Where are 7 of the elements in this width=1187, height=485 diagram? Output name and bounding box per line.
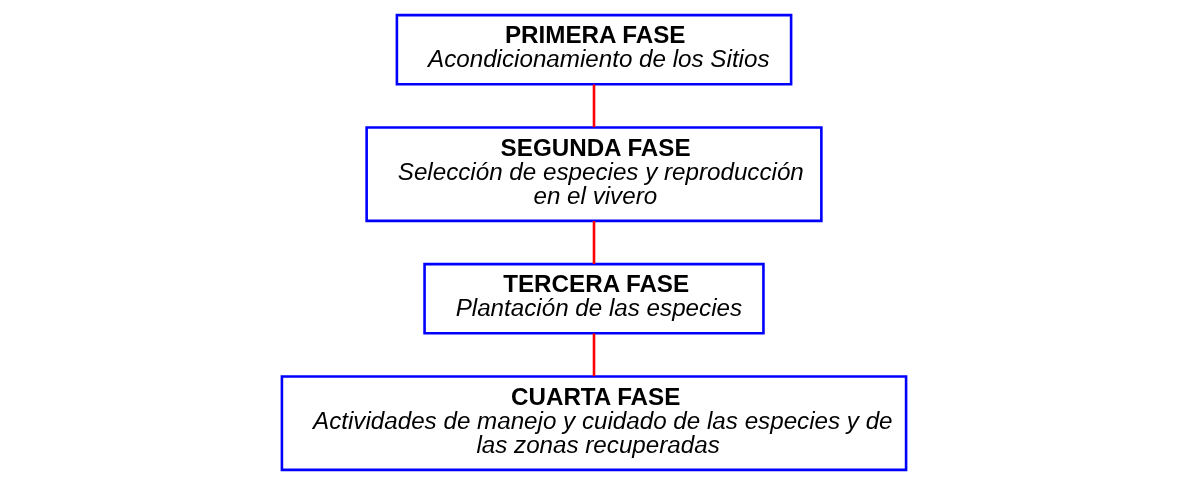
node-box: SEGUNDA FASE Selección de especies y reproducción en el vivero <box>364 126 823 223</box>
connector <box>592 84 595 128</box>
connector <box>592 333 595 377</box>
node-box: PRIMERA FASE Acondicionamiento de los Sitios <box>395 13 792 86</box>
node-box: CUARTA FASE Actividades de manejo y cuidado de las especies y de las zonas recuperadas <box>280 375 907 472</box>
node-box: TERCERA FASE Plantación de las especies <box>422 262 765 335</box>
connector <box>592 221 595 264</box>
